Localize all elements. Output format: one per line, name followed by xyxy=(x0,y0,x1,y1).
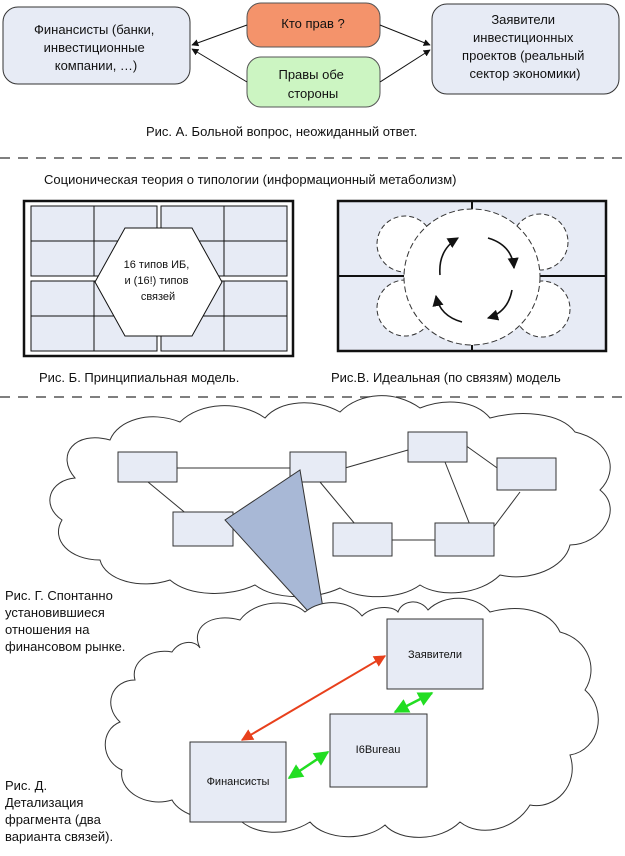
fig-g-cloud xyxy=(49,395,611,598)
fig-d: Заявители I6Bureau Финансисты Рис. Д. Де… xyxy=(5,597,599,844)
fig-a-caption: Рис. А. Больной вопрос, неожиданный отве… xyxy=(146,124,417,139)
fig-g-nodes xyxy=(117,431,557,557)
fig-d-caption: Рис. Д. Детализация фрагмента (два вариа… xyxy=(5,778,113,844)
applicants-node-label: Заявители xyxy=(408,649,462,661)
fig-v-caption: Рис.В. Идеальная (по связям) модель xyxy=(331,370,561,385)
section-title: Соционическая теория о типологии (информ… xyxy=(44,172,457,187)
answer-label: Правы обе стороны xyxy=(278,67,347,101)
arrow-answer-right xyxy=(379,49,431,83)
bureau-node-label: I6Bureau xyxy=(356,744,401,756)
applicants-box-label: Заявители инвестиционных проектов (реаль… xyxy=(462,12,588,81)
fig-g: Рис. Г. Спонтанно установившиеся отношен… xyxy=(5,395,611,654)
fig-g-zoom-arrow xyxy=(224,469,328,634)
fig-a: Финансисты (банки, инвестиционные компан… xyxy=(2,2,620,139)
applicants-node xyxy=(386,618,484,690)
fig-v-cycle-arrows xyxy=(432,237,519,323)
fig-b-hexagon-label: 16 типов ИБ, и (16!) типов связей xyxy=(124,259,193,303)
green-link-financiers-bureau xyxy=(287,750,330,780)
fig-v: Рис.В. Идеальная (по связям) модель xyxy=(331,199,608,385)
arrow-question-right xyxy=(379,24,431,46)
financiers-node xyxy=(189,741,287,823)
fig-b: 16 типов ИБ, и (16!) типов связей Рис. Б… xyxy=(22,199,295,385)
red-link-arrow xyxy=(240,655,387,741)
financiers-node-label: Финансисты xyxy=(207,776,270,788)
green-link-bureau-applicants xyxy=(393,691,434,714)
fig-b-hexagon xyxy=(94,227,223,337)
arrow-question-left xyxy=(191,24,248,47)
financiers-box-label: Финансисты (банки, инвестиционные компан… xyxy=(34,22,158,73)
arrow-answer-left xyxy=(191,48,248,83)
question-label: Кто прав ? xyxy=(281,16,344,31)
fig-b-caption: Рис. Б. Принципиальная модель. xyxy=(39,370,239,385)
fig-v-central-circle xyxy=(403,208,541,346)
applicants-box xyxy=(431,3,620,95)
fig-g-caption: Рис. Г. Спонтанно установившиеся отношен… xyxy=(5,588,125,654)
financiers-box xyxy=(2,6,191,85)
